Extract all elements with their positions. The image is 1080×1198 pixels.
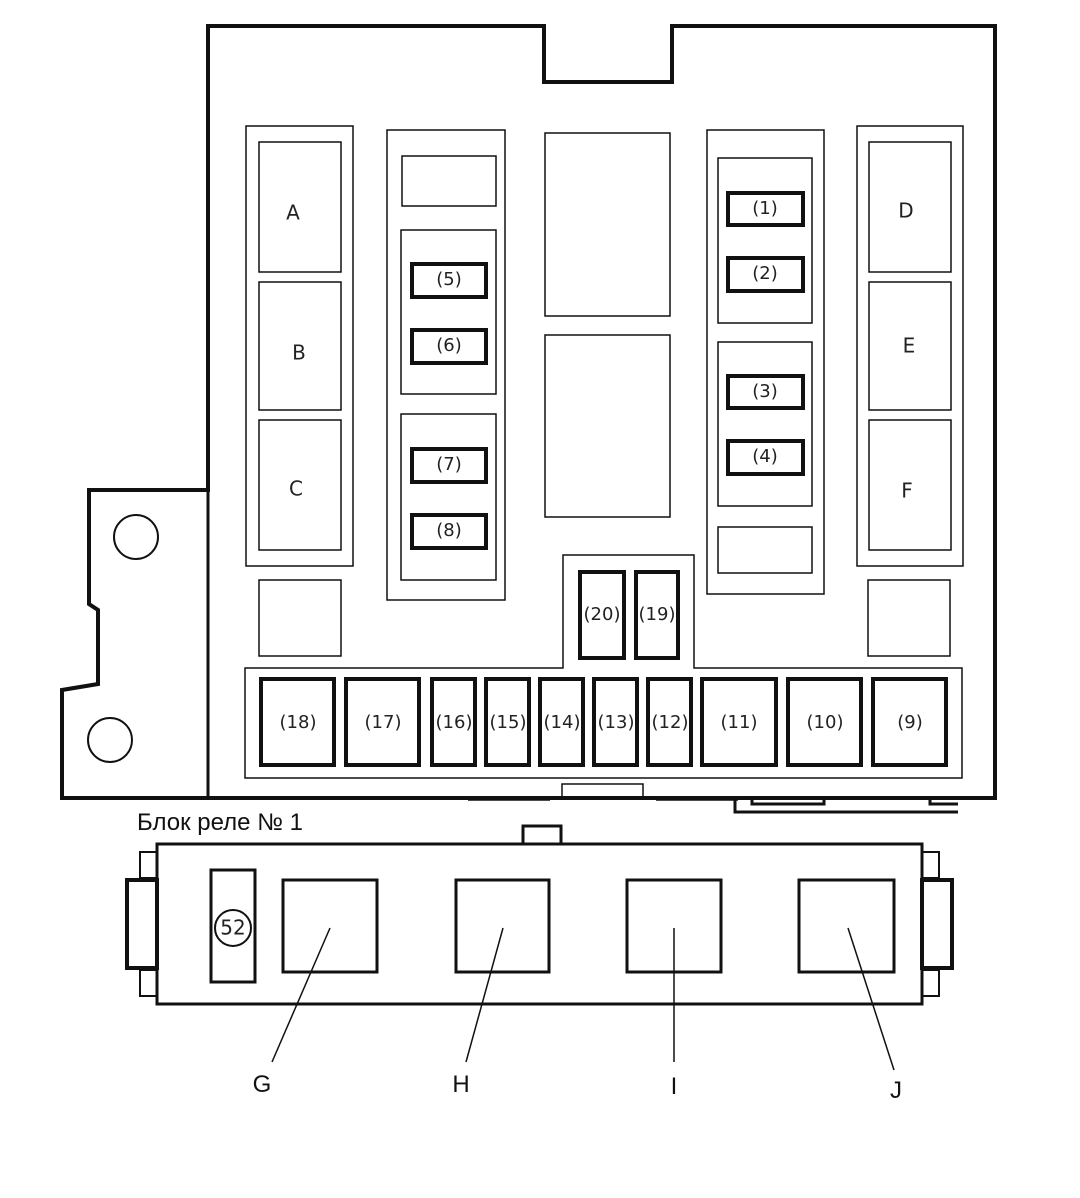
fuse-2 <box>726 256 805 293</box>
relay-slot-d <box>868 141 952 273</box>
fuse-label-13: (13) <box>598 712 635 733</box>
fuse-label-52: 52 <box>220 916 245 940</box>
relay-block-body <box>155 842 924 1006</box>
relay-label-e: E <box>903 334 916 358</box>
fuse-20 <box>578 570 626 660</box>
mount-hole-lower <box>87 717 133 763</box>
relay-column-left <box>245 125 354 567</box>
fuse-column-right <box>706 129 825 595</box>
relay-label-f: F <box>901 479 913 503</box>
fuse-3 <box>726 374 805 410</box>
relay-slot-g <box>281 878 379 974</box>
relay-label-b: B <box>292 341 306 365</box>
fuse-label-9: (9) <box>897 712 923 733</box>
fuse-label-4: (4) <box>752 446 778 467</box>
fuse-label-12: (12) <box>652 712 689 733</box>
fuse-16 <box>430 677 477 767</box>
fuse-15 <box>484 677 531 767</box>
relay-label-g: G <box>253 1071 272 1098</box>
fuse-column-left <box>386 129 506 601</box>
empty-slot-right-bottom <box>717 526 813 574</box>
relay-block-clip-rt <box>921 851 940 879</box>
empty-slot-left-top <box>401 155 497 207</box>
fuse-14 <box>538 677 585 767</box>
fuse-18 <box>259 677 336 767</box>
fuse-label-8: (8) <box>436 520 462 541</box>
fuse-group-1-2 <box>717 157 813 324</box>
fuse-group-5-6 <box>400 229 497 395</box>
relay-block-clip-lt <box>139 851 158 879</box>
leader-line-j <box>847 927 895 1071</box>
fuse-52-ring <box>214 909 252 947</box>
relay-label-h: H <box>452 1071 469 1098</box>
fuse-label-5: (5) <box>436 269 462 290</box>
leader-line-g <box>271 927 331 1063</box>
fuse-label-6: (6) <box>436 335 462 356</box>
empty-slot-left <box>258 579 342 657</box>
housing-bottom-bracket <box>733 798 958 814</box>
fuse-11 <box>700 677 778 767</box>
relay-block-clip-rb <box>921 969 940 997</box>
relay-block-clip-lb <box>139 969 158 997</box>
fuse-6 <box>410 328 488 365</box>
fuse-group-3-4 <box>717 341 813 507</box>
relay-label-d: D <box>898 199 913 223</box>
mount-hole-upper <box>113 514 159 560</box>
leader-line-h <box>465 927 504 1063</box>
relay-column-right <box>856 125 964 567</box>
fuse-label-11: (11) <box>721 712 758 733</box>
relay-slot-j <box>797 878 896 974</box>
relay-slot-e <box>868 281 952 411</box>
fuse-label-3: (3) <box>752 381 778 402</box>
fuse-label-16: (16) <box>436 712 473 733</box>
fuse-5 <box>410 262 488 299</box>
fuse-19 <box>634 570 680 660</box>
relay-slot-c <box>258 419 342 551</box>
fuse-group-7-8 <box>400 413 497 581</box>
relay-block-caption: Блок реле № 1 <box>137 809 303 836</box>
fuse-label-7: (7) <box>436 454 462 475</box>
relay-slot-a <box>258 141 342 273</box>
relay-label-a: A <box>286 201 300 225</box>
fuse-label-18: (18) <box>280 712 317 733</box>
fuse-label-15: (15) <box>490 712 527 733</box>
fuse-7 <box>410 447 488 484</box>
relay-slot-b <box>258 281 342 411</box>
fuse-label-17: (17) <box>365 712 402 733</box>
center-slot-top <box>544 132 671 317</box>
relay-label-j: J <box>890 1077 902 1104</box>
relay-label-i: I <box>671 1073 678 1100</box>
fuse-4 <box>726 439 805 476</box>
fuse-13 <box>592 677 639 767</box>
fuse-9 <box>871 677 948 767</box>
fuse-label-1: (1) <box>752 198 778 219</box>
relay-block-tab <box>521 824 563 846</box>
housing-bottom-features <box>468 783 738 801</box>
fuse-10 <box>786 677 863 767</box>
fuse-label-14: (14) <box>544 712 581 733</box>
fuse-label-10: (10) <box>807 712 844 733</box>
fuse-52-slot <box>209 868 257 984</box>
relay-slot-f <box>868 419 952 551</box>
relay-label-c: C <box>289 477 303 501</box>
fuse-tray-bottom <box>244 554 963 779</box>
relay-block-end-right <box>920 878 954 970</box>
fuse-17 <box>344 677 421 767</box>
fuse-label-20: (20) <box>584 604 621 625</box>
relay-block-end-left <box>125 878 159 970</box>
fuse-1 <box>726 191 805 227</box>
relay-slot-h <box>454 878 551 974</box>
fuse-8 <box>410 513 488 550</box>
empty-slot-right <box>867 579 951 657</box>
fuse-12 <box>646 677 693 767</box>
fuse-label-2: (2) <box>752 263 778 284</box>
fuse-box-outline <box>60 24 997 800</box>
center-slot-bottom <box>544 334 671 518</box>
fuse-label-19: (19) <box>639 604 676 625</box>
